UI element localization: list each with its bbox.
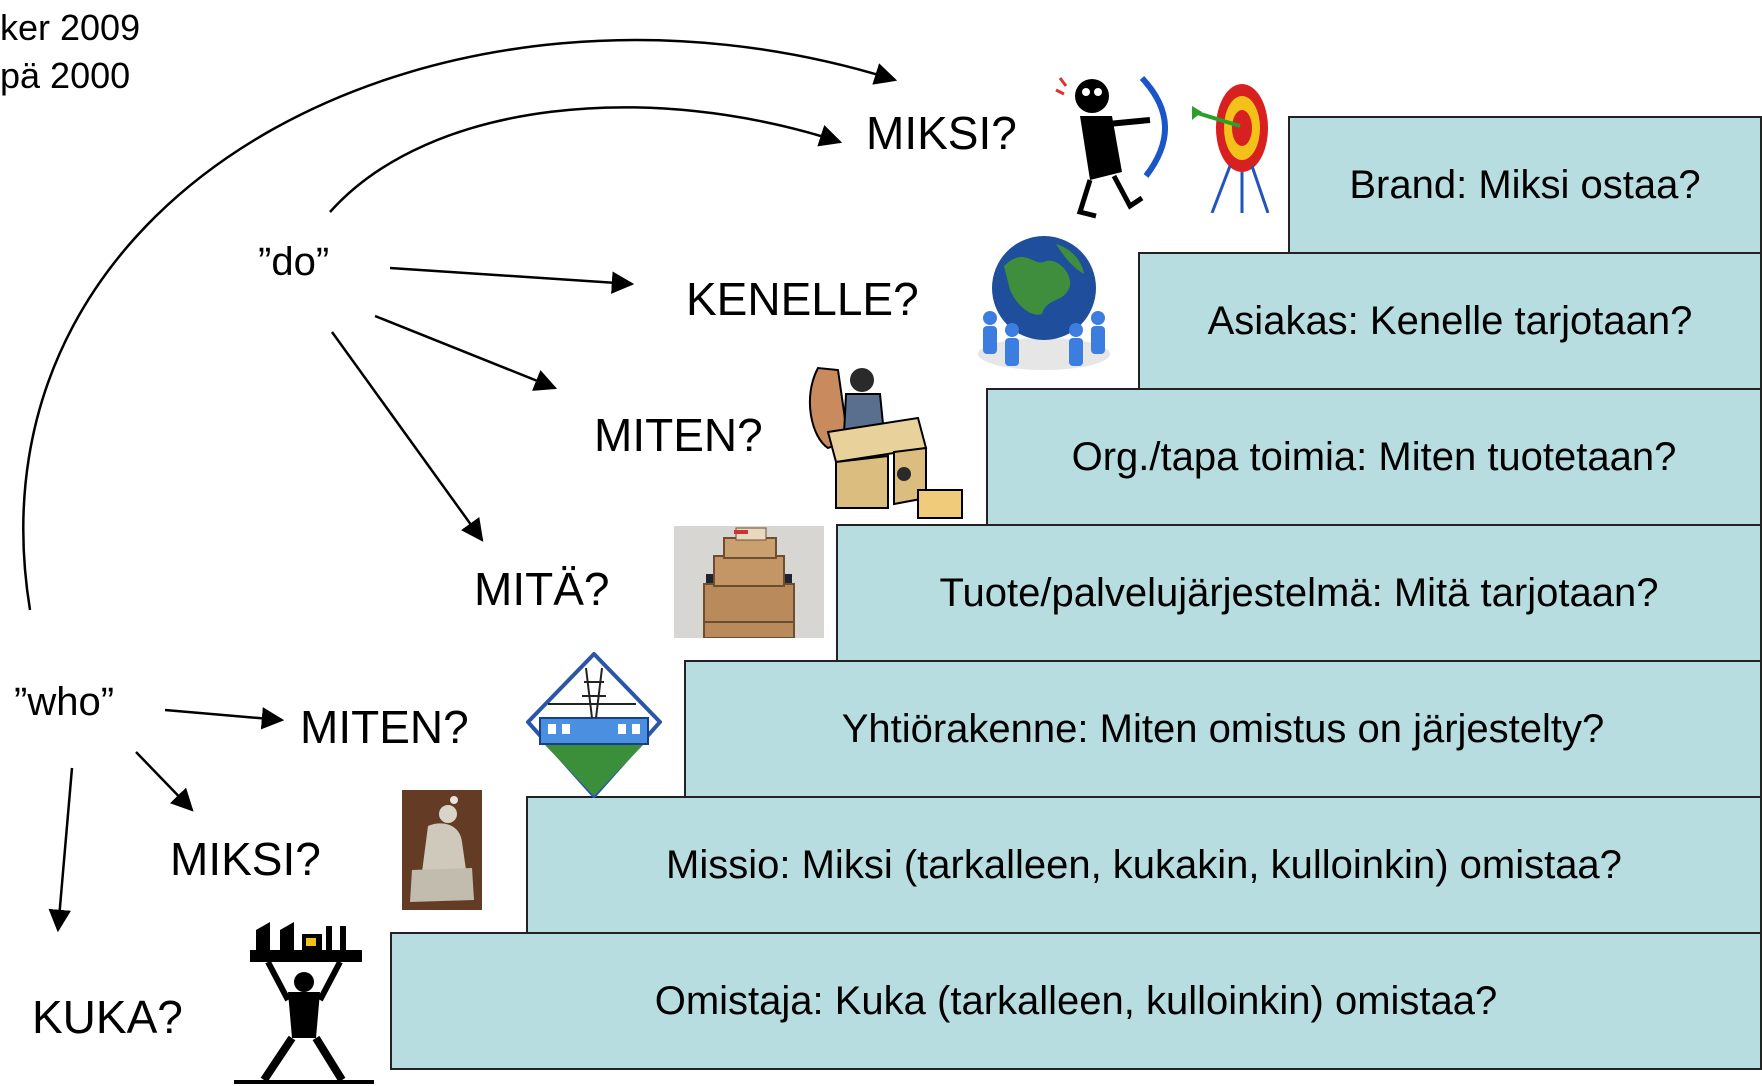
step-tuote: Tuote/palvelujärjestelmä: Mitä tarjotaan… <box>836 524 1762 662</box>
arrow-who-kuka <box>48 767 74 933</box>
citation-line-2: pä 2000 <box>0 55 131 96</box>
question-miksi-low: MIKSI? <box>170 833 321 885</box>
question-miten-top: MITEN? <box>594 409 763 461</box>
thinker-statue-icon <box>402 790 482 910</box>
step-missio: Missio: Miksi (tarkalleen, kukakin, kull… <box>526 796 1762 934</box>
arrow-do-mita <box>330 331 484 542</box>
question-miten-mid: MITEN? <box>300 701 469 753</box>
question-miksi-top: MIKSI? <box>866 107 1017 159</box>
citation-line-1: ker 2009 <box>0 7 141 48</box>
arrow-who-miten <box>164 707 285 730</box>
group-label-who: ”who” <box>14 680 115 724</box>
globe-people-icon <box>978 236 1110 370</box>
step-org: Org./tapa toimia: Miten tuotetaan? <box>986 388 1762 526</box>
desk-worker-icon <box>809 366 963 519</box>
arc-do-to-miksi <box>329 106 843 213</box>
step-omistaja: Omistaja: Kuka (tarkalleen, kulloinkin) … <box>390 932 1762 1070</box>
question-kuka: KUKA? <box>32 991 183 1043</box>
power-station-icon <box>526 652 662 798</box>
target-icon <box>1192 84 1270 213</box>
archer-icon <box>1055 75 1168 219</box>
arrow-who-miksi <box>135 751 194 812</box>
boxes-icon <box>674 526 824 638</box>
arc-who-to-miksi <box>22 38 898 611</box>
step-yhtiorakenne: Yhtiörakenne: Miten omistus on järjestel… <box>684 660 1762 798</box>
question-kenelle: KENELLE? <box>686 273 919 325</box>
factory-carrier-icon <box>234 922 374 1084</box>
step-asiakas: Asiakas: Kenelle tarjotaan? <box>1138 252 1762 390</box>
arrow-do-kenelle <box>389 266 635 294</box>
arrow-do-miten <box>374 314 558 391</box>
step-brand: Brand: Miksi ostaa? <box>1288 116 1762 254</box>
question-mita: MITÄ? <box>474 563 610 615</box>
group-label-do: ”do” <box>258 240 330 284</box>
